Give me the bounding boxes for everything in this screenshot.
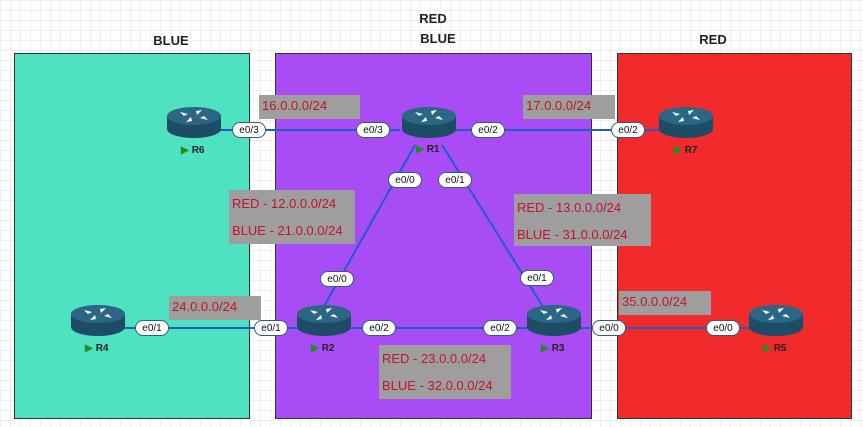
network-label-r2-r3-blue: BLUE - 32.0.0.0/24: [382, 378, 493, 393]
red-zone: [617, 53, 852, 419]
router-r5-name: R5: [773, 343, 787, 354]
interface-r2-e0-0[interactable]: e0/0: [320, 271, 354, 287]
interface-r5-e0-0[interactable]: e0/0: [706, 320, 740, 336]
router-r6-icon[interactable]: [166, 105, 222, 139]
status-triangle-icon: ▶: [763, 343, 771, 354]
router-r3-name: R3: [551, 343, 565, 354]
status-triangle-icon: ▶: [311, 343, 319, 354]
network-label-r1-r2: RED - 12.0.0.0/24 BLUE - 21.0.0.0/24: [229, 190, 355, 244]
status-triangle-icon: ▶: [85, 343, 93, 354]
router-r7-label: ▶R7: [674, 145, 698, 156]
interface-r2-e0-1[interactable]: e0/1: [254, 320, 288, 336]
interface-r1-e0-3[interactable]: e0/3: [356, 122, 390, 138]
router-r4-name: R4: [95, 343, 109, 354]
status-triangle-icon: ▶: [181, 145, 189, 156]
interface-r1-e0-2[interactable]: e0/2: [471, 122, 505, 138]
network-label-r1-r2-blue: BLUE - 21.0.0.0/24: [232, 223, 343, 238]
router-r3-icon[interactable]: [526, 303, 582, 337]
router-r7-name: R7: [684, 145, 698, 156]
interface-r4-e0-1[interactable]: e0/1: [135, 320, 169, 336]
network-label-r2-r3-red: RED - 23.0.0.0/24: [382, 351, 487, 366]
network-label-r3-r5: 35.0.0.0/24: [619, 291, 711, 315]
network-label-r1-r2-red: RED - 12.0.0.0/24: [232, 196, 337, 211]
router-r1-icon[interactable]: [401, 105, 457, 139]
red-zone-title: RED: [699, 32, 727, 47]
red-blue-zone-title-line1: RED: [419, 11, 447, 26]
interface-r7-e0-2[interactable]: e0/2: [611, 122, 645, 138]
router-r6-name: R6: [191, 145, 205, 156]
interface-r3-e0-2[interactable]: e0/2: [483, 320, 517, 336]
router-r5-icon[interactable]: [748, 303, 804, 337]
red-blue-zone-title-line2: BLUE: [420, 31, 456, 46]
network-label-r1-r7: 17.0.0.0/24: [523, 95, 615, 119]
router-r2-label: ▶R2: [311, 343, 335, 354]
router-r3-label: ▶R3: [541, 343, 565, 354]
interface-r1-e0-1[interactable]: e0/1: [438, 172, 472, 188]
status-triangle-icon: ▶: [674, 145, 682, 156]
status-triangle-icon: ▶: [416, 144, 424, 155]
interface-r6-e0-3[interactable]: e0/3: [232, 122, 266, 138]
network-label-r2-r3: RED - 23.0.0.0/24 BLUE - 32.0.0.0/24: [379, 345, 511, 399]
router-r1-label: ▶R1: [416, 144, 440, 155]
router-r7-icon[interactable]: [658, 105, 714, 139]
network-label-r1-r3-red: RED - 13.0.0.0/24: [517, 200, 622, 215]
router-r6-label: ▶R6: [181, 145, 205, 156]
interface-r1-e0-0[interactable]: e0/0: [388, 172, 422, 188]
router-r4-icon[interactable]: [70, 303, 126, 337]
network-label-r6-r1: 16.0.0.0/24: [259, 95, 360, 119]
router-r2-icon[interactable]: [296, 303, 352, 337]
router-r1-name: R1: [426, 144, 440, 155]
router-r5-label: ▶R5: [763, 343, 787, 354]
network-label-r1-r3: RED - 13.0.0.0/24 BLUE - 31.0.0.0/24: [514, 194, 651, 246]
network-label-r4-r2: 24.0.0.0/24: [169, 296, 261, 320]
network-label-r1-r3-blue: BLUE - 31.0.0.0/24: [517, 227, 628, 242]
router-r4-label: ▶R4: [85, 343, 109, 354]
interface-r3-e0-0[interactable]: e0/0: [592, 320, 626, 336]
status-triangle-icon: ▶: [541, 343, 549, 354]
blue-zone-title: BLUE: [153, 33, 189, 48]
interface-r3-e0-1[interactable]: e0/1: [520, 270, 554, 286]
router-r2-name: R2: [321, 343, 335, 354]
interface-r2-e0-2[interactable]: e0/2: [362, 320, 396, 336]
